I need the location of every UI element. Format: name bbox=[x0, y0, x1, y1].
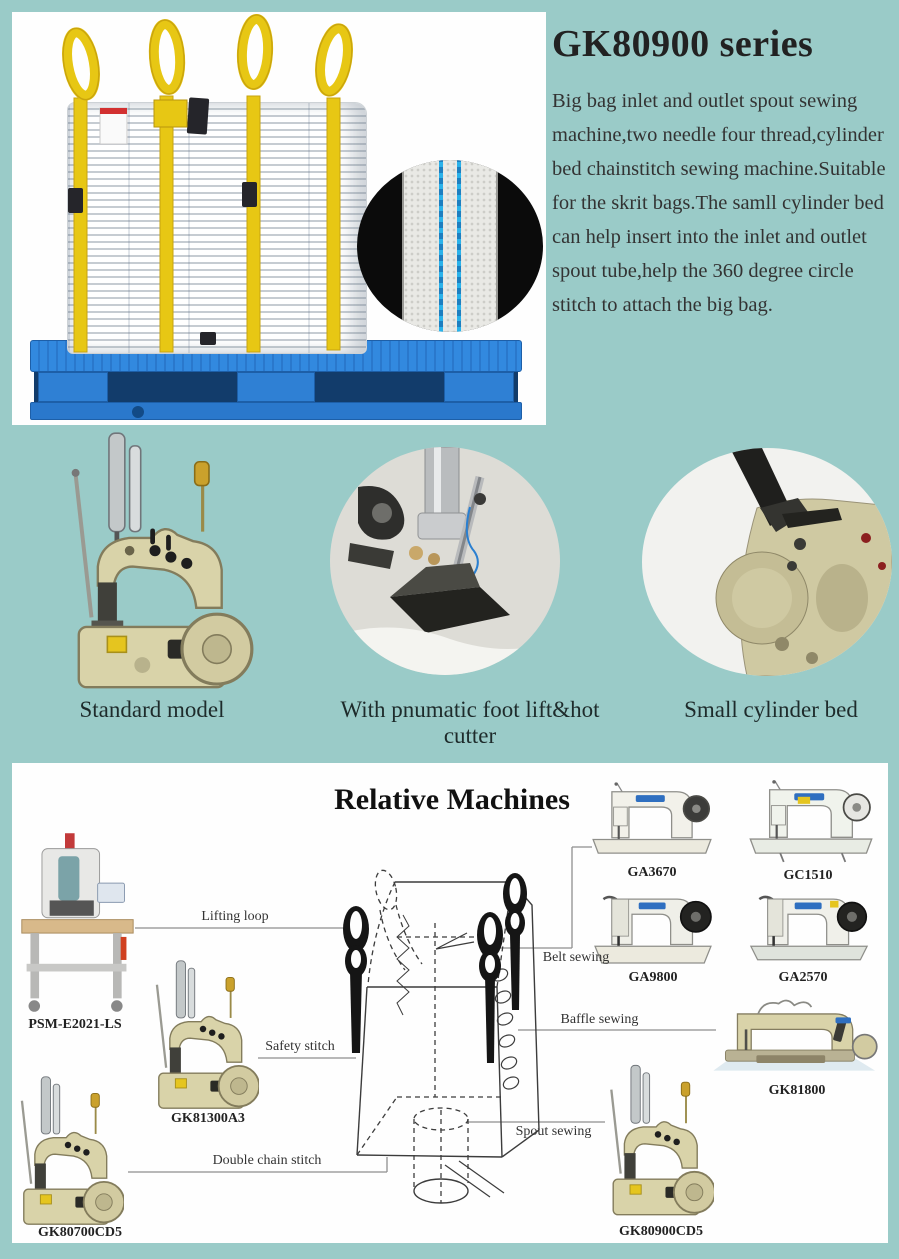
woven-fabric-strip bbox=[402, 160, 498, 332]
caption-foot-lift: With pnumatic foot lift&hot cutter bbox=[340, 697, 600, 748]
label-gk80900cd5: GK80900CD5 bbox=[619, 1224, 703, 1239]
pallet-rail bbox=[30, 402, 522, 420]
bag-sewing-machine-glyph bbox=[155, 960, 261, 1109]
machine-gc1510 bbox=[745, 777, 877, 865]
machine-ga3670 bbox=[588, 781, 716, 863]
pattern-machine-glyph bbox=[21, 833, 134, 1012]
label-lifting-loop: Lifting loop bbox=[201, 909, 269, 924]
foot-lift-detail-glyph bbox=[330, 447, 560, 675]
bag-diagram bbox=[128, 846, 716, 1204]
big-bag-photo bbox=[67, 102, 367, 354]
caption-cylinder-bed: Small cylinder bed bbox=[684, 697, 858, 722]
label-baffle-sewing: Baffle sewing bbox=[560, 1012, 639, 1027]
machine-psm-e2021-ls bbox=[17, 828, 137, 1018]
machine-gk81300a3 bbox=[147, 959, 261, 1111]
relative-machines-panel: Relative Machines bbox=[12, 763, 888, 1243]
label-belt-sewing: Belt sewing bbox=[542, 950, 610, 965]
label-psm-e2021-ls: PSM-E2021-LS bbox=[28, 1017, 122, 1032]
label-gk80700cd5: GK80700CD5 bbox=[38, 1225, 122, 1240]
pallet-foot bbox=[237, 372, 315, 402]
series-description: Big bag inlet and outlet spout sewing ma… bbox=[552, 90, 886, 316]
label-gk81300a3: GK81300A3 bbox=[171, 1111, 245, 1126]
cylinder-bed-detail-photo bbox=[642, 448, 892, 676]
label-gc1510: GC1510 bbox=[783, 868, 833, 883]
flatbed-machine-glyph bbox=[749, 895, 869, 961]
flatbed-machine-glyph bbox=[749, 780, 873, 863]
label-spout-sewing: Spout sewing bbox=[515, 1124, 592, 1139]
bag-loops bbox=[343, 873, 527, 1063]
label-ga9800: GA9800 bbox=[628, 970, 678, 985]
label-gk81800: GK81800 bbox=[768, 1083, 826, 1098]
machine-ga2570 bbox=[745, 889, 873, 969]
cylinder-bed-detail-glyph bbox=[642, 448, 892, 676]
bag-sewing-machine-glyph bbox=[71, 432, 254, 689]
series-title: GK80900 series bbox=[552, 23, 814, 65]
stitch-seam-right bbox=[457, 160, 461, 332]
relative-machines-title: Relative Machines bbox=[334, 783, 570, 816]
machine-gk80700cd5 bbox=[12, 1075, 126, 1227]
bag-sewing-machine-glyph bbox=[20, 1076, 126, 1225]
label-safety-stitch: Safety stitch bbox=[265, 1039, 335, 1054]
flatbed-machine-glyph bbox=[592, 782, 712, 854]
long-arm-machine-glyph bbox=[713, 999, 878, 1071]
bag-sewing-machine-glyph bbox=[610, 1064, 716, 1216]
label-ga2570: GA2570 bbox=[778, 970, 828, 985]
foot-lift-detail-photo bbox=[330, 447, 560, 675]
pallet-foot bbox=[38, 372, 108, 402]
label-ga3670: GA3670 bbox=[627, 865, 677, 880]
pallet-foot bbox=[444, 372, 514, 402]
standard-model-image bbox=[55, 430, 255, 692]
label-double-chain-stitch: Double chain stitch bbox=[212, 1153, 322, 1168]
connector-lines bbox=[128, 846, 716, 1173]
machine-ga9800 bbox=[590, 889, 716, 969]
stitch-detail-photo bbox=[357, 160, 543, 332]
machine-gk80900cd5 bbox=[602, 1063, 716, 1218]
caption-standard-model: Standard model bbox=[79, 697, 225, 722]
pallet-logo bbox=[132, 406, 144, 418]
machine-gk81800 bbox=[700, 995, 885, 1081]
bag-straps-and-loops bbox=[62, 14, 353, 353]
stitch-seam-left bbox=[439, 160, 443, 332]
flatbed-machine-glyph bbox=[594, 895, 712, 964]
